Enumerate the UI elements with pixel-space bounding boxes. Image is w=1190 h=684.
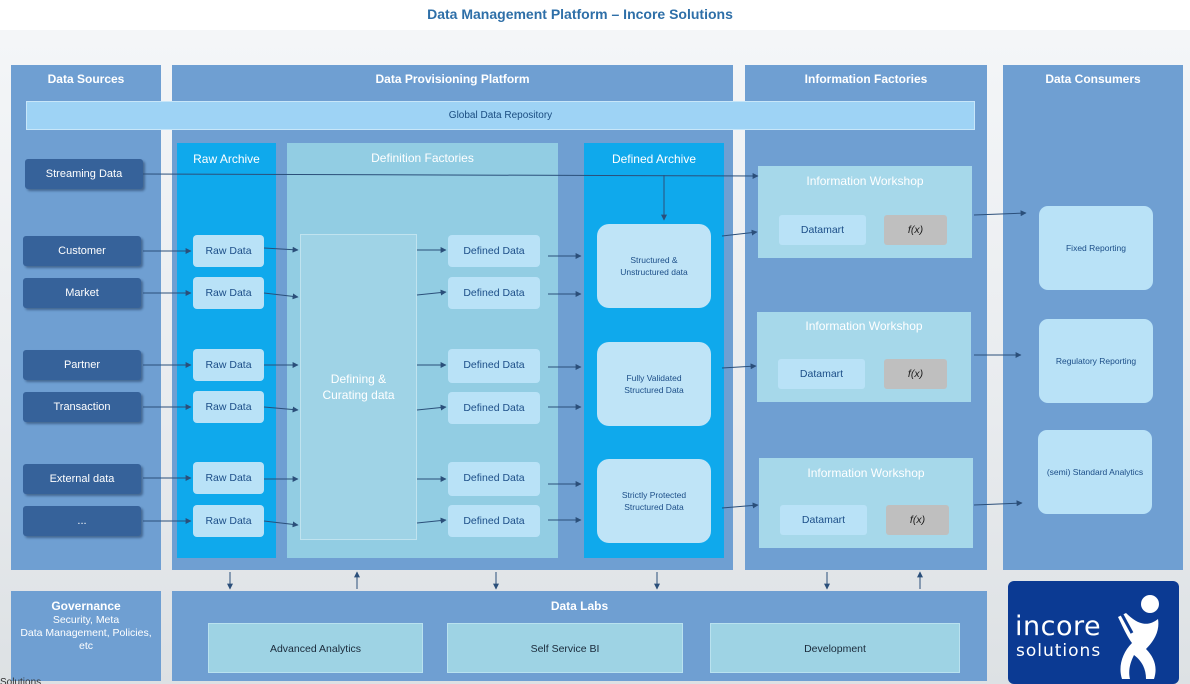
connector: [416, 517, 447, 524]
source-streaming-data: Streaming Data: [25, 159, 143, 189]
function-box: f(x): [886, 505, 949, 535]
source-partner: Partner: [23, 350, 141, 380]
defined-data-box: Defined Data: [448, 349, 540, 383]
source-external-data: External data: [23, 464, 141, 494]
connector: [721, 229, 758, 237]
connector: [263, 292, 299, 300]
data-labs-heading: Data Labs: [550, 599, 609, 613]
consumer-regulatory-reporting: Regulatory Reporting: [1039, 319, 1153, 403]
consumer-standard-analytics: (semi) Standard Analytics: [1038, 430, 1152, 514]
consumer-fixed-reporting: Fixed Reporting: [1039, 206, 1153, 290]
data-sources-heading: Data Sources: [47, 72, 125, 86]
connector: [973, 500, 1023, 507]
function-box: f(x): [884, 215, 947, 245]
connector: [416, 404, 447, 411]
defined-data-box: Defined Data: [448, 462, 540, 496]
data-consumers-heading: Data Consumers: [1045, 72, 1141, 86]
datamart-box: Datamart: [780, 505, 867, 535]
connector: [416, 289, 447, 296]
raw-archive-heading: Raw Archive: [193, 152, 260, 166]
function-box: f(x): [884, 359, 947, 389]
raw-data-box: Raw Data: [193, 462, 264, 494]
defined-data-box: Defined Data: [448, 392, 540, 424]
lab-advanced-analytics: Advanced Analytics: [208, 623, 423, 673]
logo-figure-icon: [1118, 595, 1159, 679]
connector: [142, 172, 759, 179]
page-title: Data Management Platform – Incore Soluti…: [427, 6, 733, 22]
definition-factories-heading: Definition Factories: [371, 151, 474, 165]
governance-panel: Governance Security, Meta Data Managemen…: [11, 591, 161, 681]
footer-fragment: Solutions: [0, 677, 42, 684]
fully-validated-store: Fully Validated Structured Data: [597, 342, 711, 426]
logo-wordmark-solutions: solutions: [1016, 641, 1102, 661]
defined-data-box: Defined Data: [448, 235, 540, 267]
connector: [721, 363, 757, 370]
source-market: Market: [23, 278, 141, 308]
connector: [721, 502, 759, 509]
workshop-heading: Information Workshop: [807, 466, 925, 480]
data-provisioning-heading: Data Provisioning Platform: [375, 72, 530, 86]
information-factories-heading: Information Factories: [804, 72, 928, 86]
raw-data-box: Raw Data: [193, 349, 264, 381]
strictly-protected-store: Strictly Protected Structured Data: [597, 459, 711, 543]
incore-solutions-logo: incore solutions: [1008, 581, 1179, 684]
governance-heading: Governance: [51, 599, 121, 613]
source-transaction: Transaction: [23, 392, 141, 422]
connector: [263, 406, 299, 413]
lab-development: Development: [710, 623, 960, 673]
workshop-heading: Information Workshop: [806, 174, 924, 188]
datamart-box: Datamart: [779, 215, 866, 245]
governance-text: Security, Meta Data Management, Policies…: [20, 614, 152, 652]
source-customer: Customer: [23, 236, 141, 266]
defined-data-box: Defined Data: [448, 277, 540, 309]
defining-curating-process: Defining & Curating data: [300, 234, 417, 540]
workshop-heading: Information Workshop: [805, 319, 923, 333]
connector: [263, 520, 299, 528]
raw-data-box: Raw Data: [193, 505, 264, 537]
datamart-box: Datamart: [778, 359, 865, 389]
structured-unstructured-store: Structured & Unstructured data: [597, 224, 711, 308]
connector: [263, 246, 299, 253]
logo-wordmark-incore: incore: [1015, 611, 1102, 642]
raw-data-box: Raw Data: [193, 391, 264, 423]
defined-data-box: Defined Data: [448, 505, 540, 537]
lab-self-service-bi: Self Service BI: [447, 623, 683, 673]
source-more: ...: [23, 506, 141, 536]
raw-data-box: Raw Data: [193, 277, 264, 309]
global-data-repository: Global Data Repository: [26, 101, 975, 130]
connector: [973, 210, 1027, 217]
defined-archive-heading: Defined Archive: [611, 152, 697, 166]
raw-data-box: Raw Data: [193, 235, 264, 267]
